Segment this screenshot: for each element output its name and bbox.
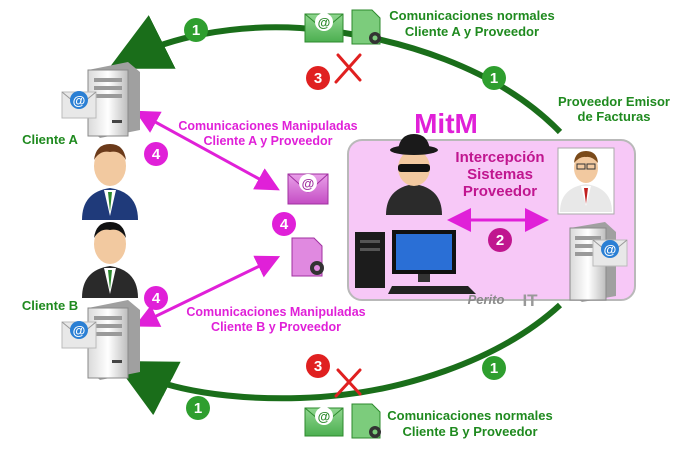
- provider-person-icon: [557, 147, 615, 215]
- svg-text:Perito: Perito: [468, 292, 505, 307]
- badge-2: 2: [488, 228, 512, 252]
- label-intercepcion-1: Intercepción: [455, 149, 544, 166]
- mail-green-bottom-icon: @: [304, 407, 344, 437]
- svg-text:1: 1: [490, 70, 498, 87]
- svg-text:1: 1: [490, 360, 498, 377]
- label-manip-a-2: Cliente A y Proveedor: [204, 134, 333, 148]
- svg-text:1: 1: [194, 400, 202, 417]
- mail-icon-server-a: @: [61, 91, 97, 119]
- svg-text:1: 1: [192, 22, 200, 39]
- svg-text:4: 4: [152, 290, 161, 307]
- label-intercepcion-3: Proveedor: [463, 183, 537, 200]
- svg-text:@: @: [302, 176, 315, 191]
- label-mitm: MitM: [414, 108, 478, 139]
- label-normal-bottom-1: Comunicaciones normales: [387, 408, 552, 423]
- person-a-icon: [82, 144, 138, 220]
- doc-magenta-icon: [291, 237, 324, 277]
- person-b-icon: [82, 222, 138, 298]
- watermark-logo: Perito IT: [468, 291, 539, 310]
- badge-1-top-right: 1: [482, 66, 506, 90]
- label-intercepcion-2: Sistemas: [467, 166, 533, 183]
- label-manip-b-1: Comunicaciones Manipuladas: [186, 305, 365, 319]
- doc-green-top-icon: [351, 9, 381, 45]
- magenta-arrow-b: [134, 255, 281, 327]
- label-proveedor-2: de Facturas: [578, 109, 651, 124]
- mail-green-top-icon: @: [304, 13, 344, 43]
- doc-green-bottom-icon: [351, 403, 381, 439]
- svg-text:3: 3: [314, 70, 322, 87]
- svg-text:3: 3: [314, 358, 322, 375]
- badge-4-left-top: 4: [144, 142, 168, 166]
- mail-magenta-icon: @: [287, 173, 329, 205]
- red-x-top-icon: [334, 53, 362, 84]
- label-cliente-a: Cliente A: [22, 132, 78, 147]
- svg-text:@: @: [73, 93, 86, 108]
- svg-text:4: 4: [280, 216, 289, 233]
- svg-text:4: 4: [152, 146, 161, 163]
- label-normal-top-2: Cliente A y Proveedor: [405, 24, 539, 39]
- label-normal-top-1: Comunicaciones normales: [389, 8, 554, 23]
- svg-text:@: @: [318, 409, 331, 424]
- badge-1-bottom-left: 1: [186, 396, 210, 420]
- mail-icon-server-b: @: [61, 321, 97, 349]
- label-proveedor-1: Proveedor Emisor: [558, 94, 670, 109]
- magenta-arrow-a: [134, 110, 280, 191]
- badge-4-center: 4: [272, 212, 296, 236]
- mail-icon-provider: @: [592, 239, 628, 267]
- svg-text:2: 2: [496, 232, 504, 249]
- hacker-icon: [386, 134, 442, 215]
- label-cliente-b: Cliente B: [22, 298, 78, 313]
- label-normal-bottom-2: Cliente B y Proveedor: [402, 424, 537, 439]
- label-manip-b-2: Cliente B y Proveedor: [211, 320, 341, 334]
- badge-3-top: 3: [306, 66, 330, 90]
- computer-icon: [355, 230, 476, 294]
- svg-text:@: @: [73, 323, 86, 338]
- svg-text:IT: IT: [522, 291, 538, 310]
- red-x-bottom-icon: [334, 368, 362, 398]
- green-arrow-bottom: [113, 302, 563, 416]
- server-a-icon: [87, 62, 140, 138]
- badge-1-top-left: 1: [184, 18, 208, 42]
- label-manip-a-1: Comunicaciones Manipuladas: [178, 119, 357, 133]
- badge-1-bottom-right: 1: [482, 356, 506, 380]
- badge-4-left-bottom: 4: [144, 286, 168, 310]
- svg-text:@: @: [604, 242, 617, 257]
- badge-3-bottom: 3: [306, 354, 330, 378]
- svg-text:@: @: [318, 15, 331, 30]
